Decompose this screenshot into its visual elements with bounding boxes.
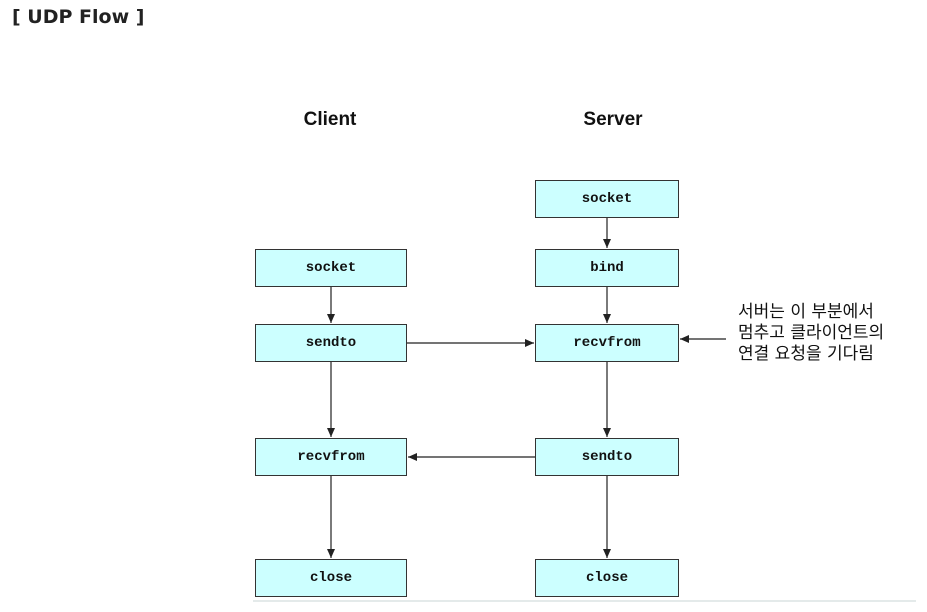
- server-socket-box: socket: [535, 180, 679, 218]
- client-recvfrom-box: recvfrom: [255, 438, 407, 476]
- server-wait-note: 서버는 이 부분에서 멈추고 클라이언트의 연결 요청을 기다림: [738, 302, 884, 365]
- server-bind-box: bind: [535, 249, 679, 287]
- note-line: 서버는 이 부분에서: [738, 302, 874, 322]
- note-line: 멈추고 클라이언트의: [738, 323, 885, 343]
- client-socket-box: socket: [255, 249, 407, 287]
- server-recvfrom-box: recvfrom: [535, 324, 679, 362]
- client-close-box: close: [255, 559, 407, 597]
- note-line: 연결 요청을 기다림: [738, 344, 874, 364]
- server-sendto-box: sendto: [535, 438, 679, 476]
- server-close-box: close: [535, 559, 679, 597]
- client-sendto-box: sendto: [255, 324, 407, 362]
- server-column-title: Server: [583, 109, 643, 130]
- client-column-title: Client: [303, 109, 357, 130]
- page-title: [ UDP Flow ]: [12, 6, 145, 28]
